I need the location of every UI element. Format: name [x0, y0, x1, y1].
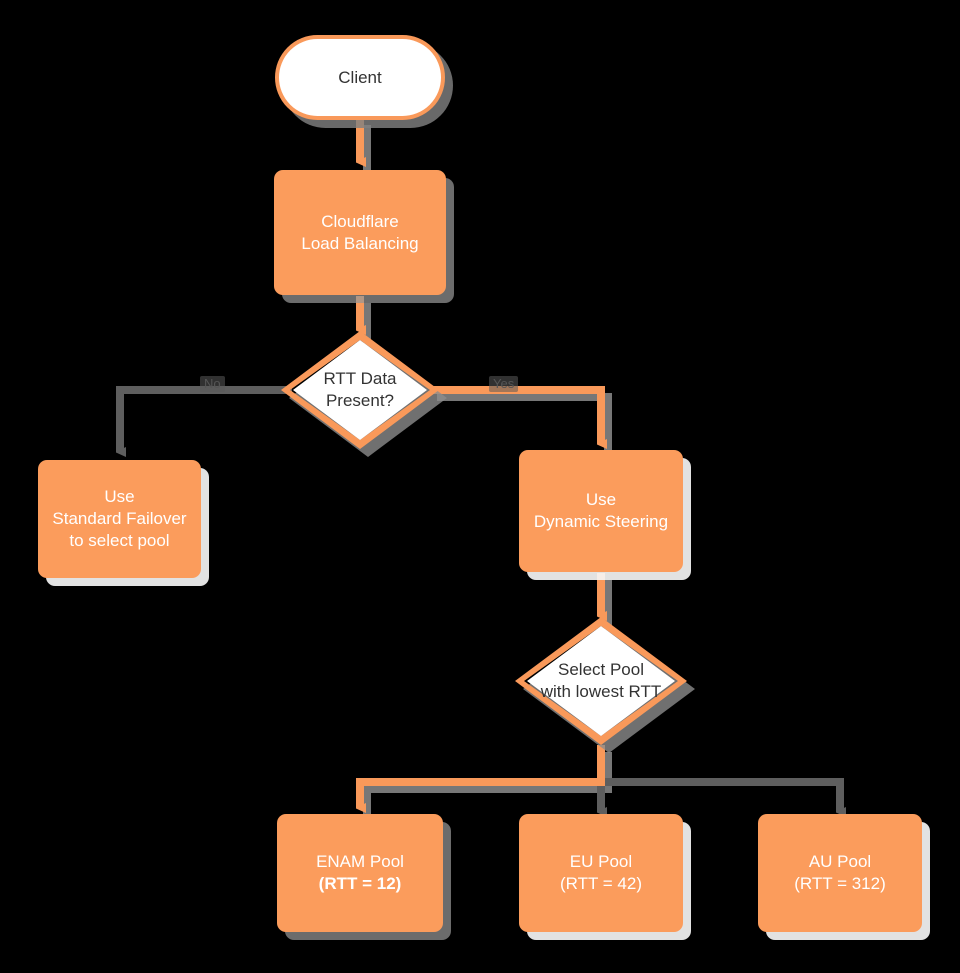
edge-label-yes: Yes	[489, 376, 519, 393]
sf-line-2: Standard Failover	[52, 509, 187, 529]
node-load-balancing-label: Cloudflare Load Balancing	[301, 211, 418, 255]
rtt-line-2: Present?	[325, 391, 395, 410]
ds-line-2: Dynamic Steering	[533, 512, 669, 531]
au-line-1: AU Pool	[808, 852, 872, 872]
au-line-2: (RTT = 312)	[794, 874, 886, 893]
node-eu-pool-label: EU Pool (RTT = 42)	[560, 851, 642, 895]
node-rtt-decision[interactable]: RTT Data Present?	[281, 331, 447, 457]
node-load-balancing[interactable]: Cloudflare Load Balancing	[274, 170, 446, 295]
node-standard-failover-label: Use Standard Failover to select pool	[52, 486, 186, 551]
enam-line-2: (RTT = 12)	[318, 874, 402, 893]
node-select-pool[interactable]: Select Pool with lowest RTT	[515, 617, 695, 753]
node-standard-failover[interactable]: Use Standard Failover to select pool	[38, 460, 201, 578]
lb-line-1: Cloudflare	[321, 211, 399, 231]
node-client-label: Client	[338, 67, 382, 87]
sf-line-1: Use	[104, 487, 135, 507]
node-dynamic-steering-label: Use Dynamic Steering	[534, 489, 668, 533]
node-select-pool-label: Select Pool with lowest RTT	[515, 659, 687, 703]
lb-line-2: Load Balancing	[301, 233, 419, 253]
node-eu-pool[interactable]: EU Pool (RTT = 42)	[519, 814, 683, 932]
active-edges	[356, 118, 601, 808]
node-au-pool-label: AU Pool (RTT = 312)	[794, 851, 886, 895]
node-rtt-decision-label: RTT Data Present?	[281, 368, 439, 412]
sf-line-3: to select pool	[69, 530, 170, 550]
rtt-line-1: RTT Data	[323, 368, 397, 388]
edge-label-no: No	[200, 376, 225, 393]
edge-shadows	[363, 125, 612, 819]
ds-line-1: Use	[585, 490, 617, 510]
node-au-pool[interactable]: AU Pool (RTT = 312)	[758, 814, 922, 932]
sp-line-1: Select Pool	[558, 659, 644, 679]
node-client[interactable]: Client	[275, 35, 445, 120]
node-enam-pool[interactable]: ENAM Pool (RTT = 12)	[277, 814, 443, 932]
node-dynamic-steering[interactable]: Use Dynamic Steering	[519, 450, 683, 572]
inactive-edges	[116, 386, 840, 812]
eu-line-1: EU Pool	[569, 852, 633, 872]
sp-line-2: with lowest RTT	[540, 682, 662, 701]
node-enam-pool-label: ENAM Pool (RTT = 12)	[316, 851, 404, 895]
enam-line-1: ENAM Pool	[316, 852, 404, 872]
eu-line-2: (RTT = 42)	[559, 874, 643, 893]
